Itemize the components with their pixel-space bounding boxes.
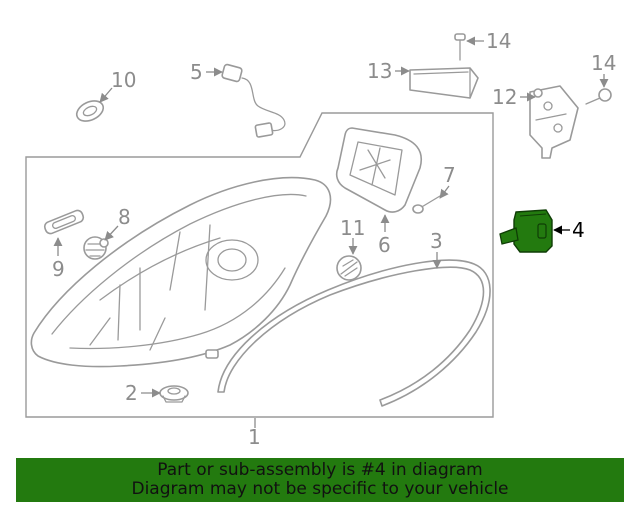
- bolt-part-14a: [454, 33, 466, 61]
- callout-9: 9: [52, 257, 65, 281]
- callout-10: 10: [111, 68, 136, 92]
- callout-3: 3: [430, 229, 443, 253]
- callout-11: 11: [340, 216, 365, 240]
- bolt-part-14b: [585, 88, 612, 105]
- banner-line-2: Diagram may not be specific to your vehi…: [131, 479, 509, 499]
- bulb-part-8: [83, 236, 109, 260]
- callout-2: 2: [125, 381, 138, 405]
- screw-part-7: [412, 195, 441, 214]
- bracket-part-6: [335, 127, 422, 213]
- seal-strip-part-3: [217, 259, 491, 407]
- bulb-part-10: [75, 100, 105, 122]
- assembly-outline: [25, 112, 494, 418]
- connector-part-4-highlighted: [499, 209, 553, 253]
- wiring-harness-part-5: [221, 63, 286, 138]
- grommet-part-2: [159, 385, 189, 403]
- callout-7: 7: [443, 163, 456, 187]
- bracket-part-12: [529, 85, 579, 159]
- callout-8: 8: [118, 205, 131, 229]
- banner-line-1: Part or sub-assembly is #4 in diagram: [157, 460, 483, 480]
- callout-14-top: 14: [486, 29, 511, 53]
- parts-diagram: 1 2 3 4 5 6 7 8 9 10 11 12 13 14 14: [25, 29, 616, 449]
- part-info-banner: Part or sub-assembly is #4 in diagram Di…: [16, 458, 624, 502]
- callout-13: 13: [367, 59, 392, 83]
- cap-part-11: [336, 255, 362, 281]
- headlamp-assembly-part-1: [30, 176, 332, 368]
- callout-5: 5: [190, 60, 203, 84]
- callout-14-right: 14: [591, 51, 616, 75]
- callout-1: 1: [248, 425, 261, 449]
- callout-4: 4: [572, 218, 585, 242]
- callout-6: 6: [378, 233, 391, 257]
- callout-12: 12: [492, 85, 517, 109]
- leader-lines: [53, 36, 609, 428]
- module-part-13: [409, 67, 479, 99]
- side-marker-part-9: [43, 209, 85, 235]
